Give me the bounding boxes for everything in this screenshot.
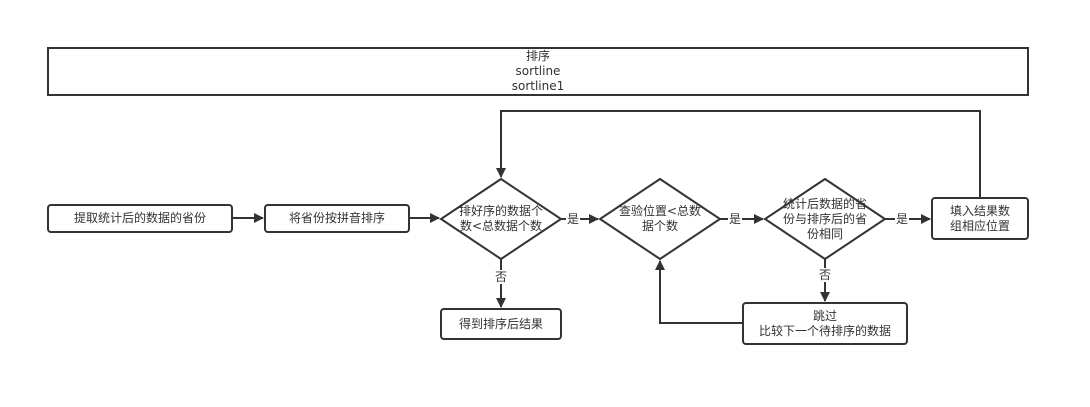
header-text: 排序 sortline sortline1 bbox=[48, 48, 1028, 95]
header-box bbox=[47, 47, 1029, 96]
node-extract-label: 提取统计后的数据的省份 bbox=[73, 211, 206, 225]
header-line-3: sortline1 bbox=[511, 79, 565, 93]
node-cond-sorted-count-label: 排好序的数据个 数<总数据个数 bbox=[458, 204, 543, 233]
edge-label-yes-2: 是 bbox=[728, 212, 743, 226]
node-skip-label: 跳过 比较下一个待排序的数据 bbox=[758, 308, 891, 338]
node-cond-check-pos-diamond bbox=[598, 177, 722, 261]
edge-fill-loop-to-cond1 bbox=[496, 110, 981, 198]
edge-skip-to-cond2 bbox=[655, 260, 743, 324]
edge-label-no-2: 否 bbox=[818, 268, 833, 282]
node-cond-same-province-label: 统计后数据的省 份与排序后的省 份相同 bbox=[782, 196, 867, 241]
node-pinyin-sort-label: 将省份按拼音排序 bbox=[288, 211, 385, 225]
edge-label-yes-3: 是 bbox=[895, 212, 910, 226]
node-fill-result-label: 填入结果数 组相应位置 bbox=[949, 203, 1010, 233]
header-line-2: sortline bbox=[515, 64, 561, 78]
edge-label-yes-1: 是 bbox=[566, 212, 581, 226]
node-get-result-box bbox=[440, 308, 562, 340]
node-get-result-label: 得到排序后结果 bbox=[458, 316, 543, 331]
edge-label-no-1: 否 bbox=[494, 270, 509, 284]
header-line-1: 排序 bbox=[525, 49, 550, 63]
node-cond-check-pos-label: 查验位置<总数 据个数 bbox=[618, 204, 702, 233]
